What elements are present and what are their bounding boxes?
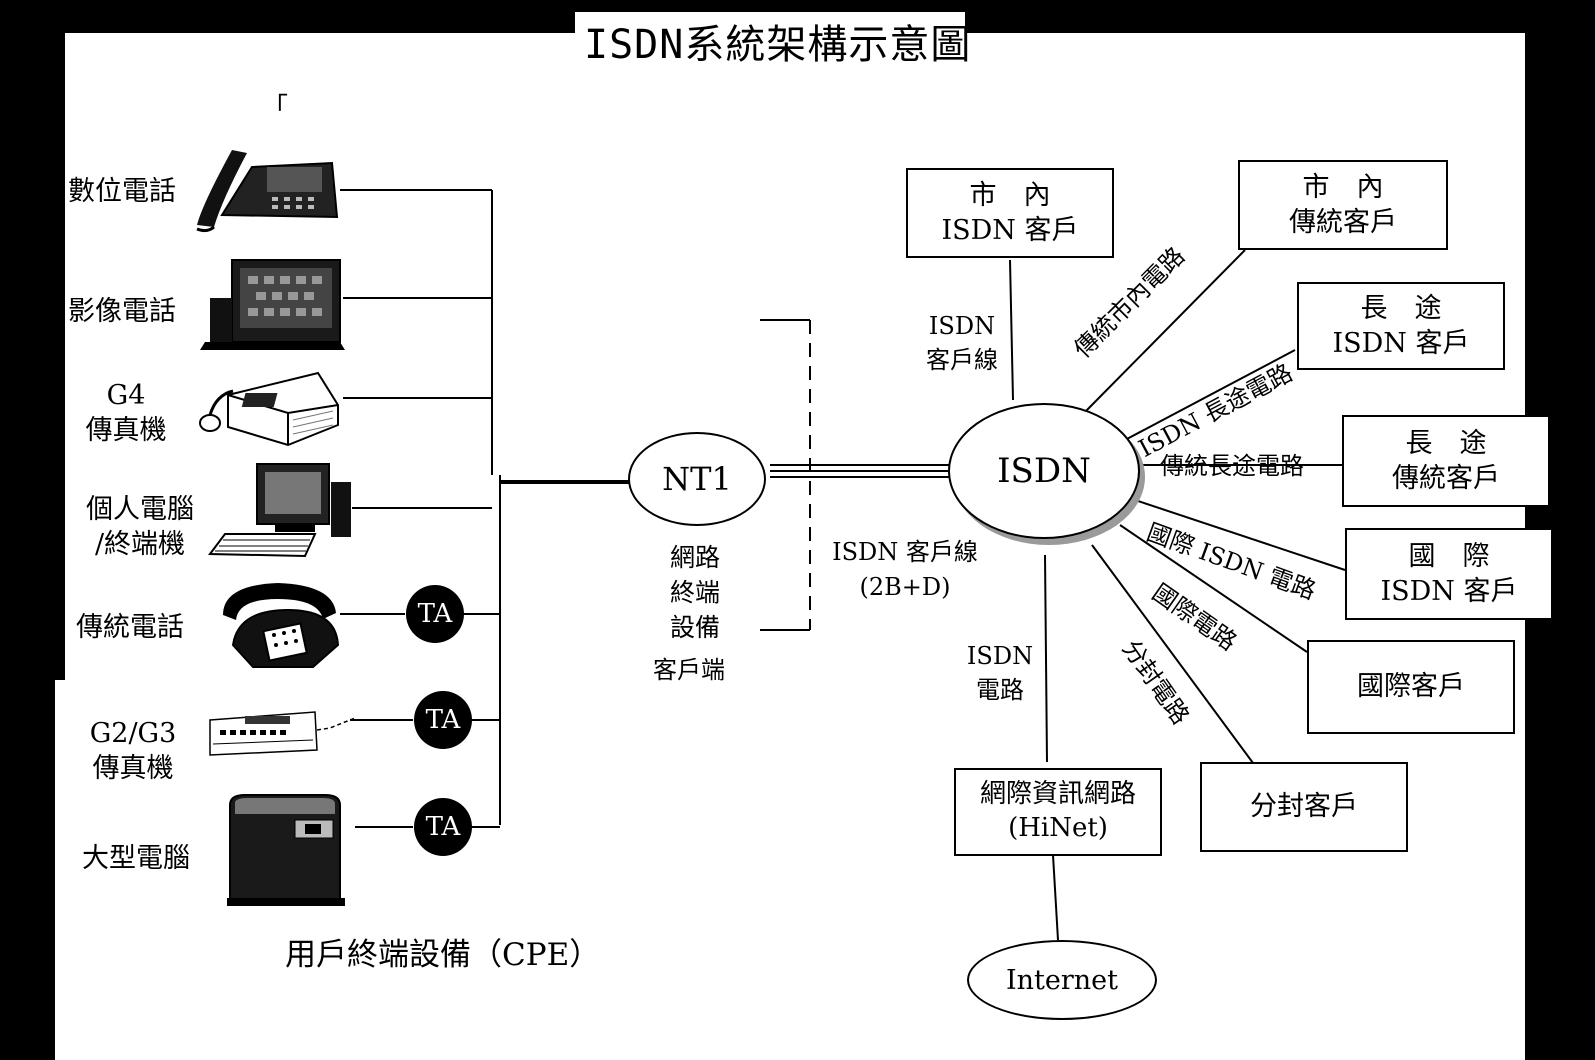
device-label-g3-fax-line-2: 傳真機 xyxy=(92,753,174,785)
box-long-distance-traditional-client-line-1: 長 途 xyxy=(1405,427,1487,459)
box-local-traditional-client-line-2: 傳統客戶 xyxy=(1289,207,1397,238)
cpe-caption: 用戶終端設備（CPE） xyxy=(285,937,601,973)
nt1-caption: 網路 終端 設備 xyxy=(655,540,735,645)
isdn-client-line-label: ISDN 客戶線 (2B+D) xyxy=(820,535,990,605)
device-label-personal-computer: 個人電腦 /終端機 xyxy=(70,492,210,562)
label-isdn-client-line: ISDN 客戶線 xyxy=(912,310,1012,377)
box-long-distance-traditional-client-line-2: 傳統客戶 xyxy=(1392,463,1500,494)
isdn-hub: ISDN xyxy=(948,403,1140,539)
digital-phone-icon xyxy=(196,150,339,233)
ta-mainframe-label: TA xyxy=(425,812,461,842)
label-isdn-circuit-line-2: 電路 xyxy=(976,675,1024,704)
device-label-video-phone: 影像電話 xyxy=(68,296,176,327)
isdn-client-line-label-line-1: ISDN 客戶線 xyxy=(832,538,978,566)
nt1-node: NT1 xyxy=(628,432,766,526)
device-label-g4-fax: G4 傳真機 xyxy=(76,378,176,448)
box-international-isdn-client-line-2: ISDN 客戶 xyxy=(1380,576,1518,607)
device-label-mainframe: 大型電腦 xyxy=(82,843,190,874)
label-isdn-client-line-1: ISDN xyxy=(928,312,996,340)
isdn-client-line-label-line-2: (2B+D) xyxy=(859,572,951,601)
client-side-label: 客戶端 xyxy=(653,656,725,684)
ta-g3-fax-label: TA xyxy=(425,705,461,735)
label-traditional-long-distance-circuit: 傳統長途電路 xyxy=(1160,452,1304,480)
stray-mark: 「 xyxy=(262,93,289,123)
nt1-caption-line-2: 終端 xyxy=(669,578,720,607)
label-isdn-circuit: ISDN 電路 xyxy=(955,640,1045,707)
personal-computer-icon xyxy=(208,463,351,558)
box-local-isdn-client: 市 內 ISDN 客戶 xyxy=(906,168,1114,258)
device-label-digital-phone: 數位電話 xyxy=(68,176,176,207)
label-isdn-client-line-2: 客戶線 xyxy=(926,345,998,374)
box-packet-client-line-1: 分封客戶 xyxy=(1250,791,1358,823)
ta-g3-fax: TA xyxy=(414,691,472,749)
box-long-distance-traditional-client: 長 途 傳統客戶 xyxy=(1342,415,1550,507)
box-international-isdn-client: 國 際 ISDN 客戶 xyxy=(1345,528,1553,620)
box-international-client: 國際客戶 xyxy=(1307,640,1515,734)
ta-traditional-phone: TA xyxy=(406,585,464,643)
box-hinet: 網際資訊網路 (HiNet) xyxy=(954,768,1162,856)
mainframe-icon xyxy=(227,794,345,906)
device-label-g4-fax-line-2: 傳真機 xyxy=(85,415,167,447)
label-isdn-circuit-line-1: ISDN xyxy=(966,642,1034,670)
nt1-label: NT1 xyxy=(662,460,732,498)
box-hinet-line-1: 網際資訊網路 xyxy=(979,779,1136,810)
ta-traditional-phone-label: TA xyxy=(417,599,453,629)
fax-machine-icon xyxy=(199,371,339,447)
isdn-hub-label: ISDN xyxy=(997,451,1091,491)
device-label-personal-computer-line-1: 個人電腦 xyxy=(86,494,194,525)
device-label-traditional-phone: 傳統電話 xyxy=(76,612,184,643)
box-local-traditional-client-line-1: 市 內 xyxy=(1302,171,1384,203)
internet-node: Internet xyxy=(967,940,1157,1020)
box-international-isdn-client-line-1: 國 際 xyxy=(1408,540,1490,572)
paper-title-strip xyxy=(575,12,965,42)
device-label-g3-fax-line-1: G2/G3 xyxy=(89,718,177,749)
box-international-client-line-1: 國際客戶 xyxy=(1357,671,1465,703)
box-local-isdn-client-line-2: ISDN 客戶 xyxy=(941,215,1079,246)
traditional-phone-icon xyxy=(223,583,340,668)
nt1-caption-line-3: 設備 xyxy=(669,613,720,642)
box-local-isdn-client-line-1: 市 內 xyxy=(969,179,1051,211)
box-packet-client: 分封客戶 xyxy=(1200,762,1408,852)
box-long-distance-isdn-client-line-2: ISDN 客戶 xyxy=(1332,328,1470,359)
g3-fax-icon xyxy=(209,711,356,756)
internet-label: Internet xyxy=(1005,964,1118,996)
nt1-caption-line-1: 網路 xyxy=(669,543,720,572)
diagram-title: ISDN系統架構示意圖 xyxy=(584,22,972,68)
device-label-personal-computer-line-2: /終端機 xyxy=(94,529,186,561)
box-hinet-line-2: (HiNet) xyxy=(1008,813,1108,843)
device-label-g4-fax-line-1: G4 xyxy=(106,380,146,411)
box-long-distance-isdn-client-line-1: 長 途 xyxy=(1360,292,1442,324)
device-label-g3-fax: G2/G3 傳真機 xyxy=(78,716,188,786)
box-long-distance-isdn-client: 長 途 ISDN 客戶 xyxy=(1297,282,1505,370)
ta-mainframe: TA xyxy=(414,798,472,856)
paper-left-lower xyxy=(55,680,85,1060)
box-local-traditional-client: 市 內 傳統客戶 xyxy=(1238,160,1448,250)
video-phone-icon xyxy=(200,259,345,350)
